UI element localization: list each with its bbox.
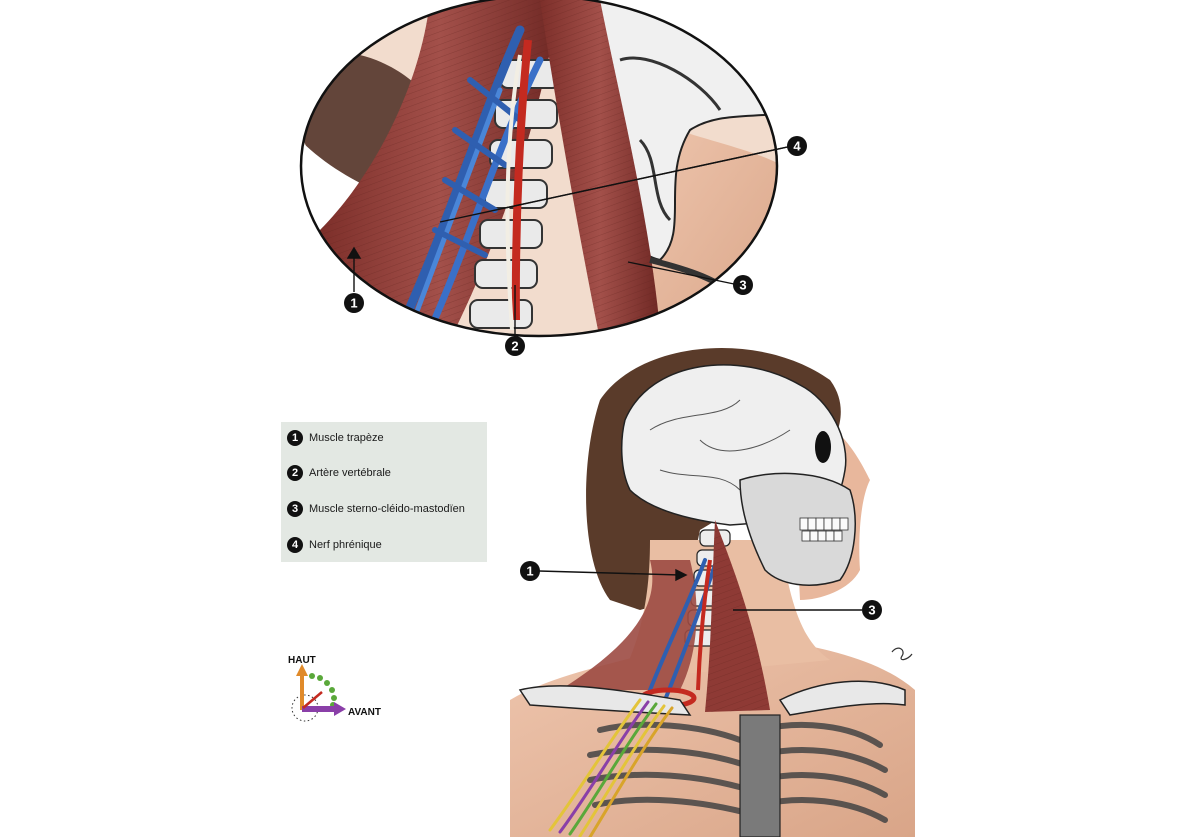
legend-item: 3 Muscle sterno-cléido-mastodïen	[287, 500, 465, 518]
zoom-white-region	[301, 140, 400, 240]
full-vertebral-artery	[696, 559, 712, 691]
legend-label: Artère vertébrale	[309, 467, 391, 479]
legend: 1 Muscle trapèze 2 Artère vertébrale 3 M…	[281, 422, 487, 562]
full-callout-1: 1	[520, 561, 540, 581]
full-view	[510, 347, 915, 837]
zoom-vertebral-artery	[511, 39, 532, 321]
legend-label: Muscle sterno-cléido-mastodïen	[309, 503, 465, 515]
orientation-front-arrow	[302, 702, 346, 716]
legend-label: Nerf phrénique	[309, 539, 382, 551]
zoom-callout-4: 4	[787, 136, 807, 156]
full-veins	[648, 558, 717, 702]
full-clavicle-right	[778, 680, 906, 716]
zoom-vertebrae	[469, 59, 561, 329]
full-callout-3: 3	[862, 600, 882, 620]
full-scm-fibers	[705, 520, 770, 712]
legend-number: 3	[287, 501, 303, 517]
zoom-callout-2-text: 2	[511, 339, 518, 354]
zoom-callout-3-text: 3	[739, 278, 746, 293]
legend-item: 2 Artère vertébrale	[287, 464, 391, 482]
zoom-callout-2: 2	[505, 336, 525, 356]
full-sternum	[739, 714, 781, 837]
zoom-callout-1-text: 1	[350, 296, 357, 311]
legend-number: 2	[287, 465, 303, 481]
zoom-callout-3: 3	[733, 275, 753, 295]
zoom-phrenic-nerve	[505, 54, 522, 331]
orientation-indicator	[291, 664, 346, 722]
zoom-leader-lines	[346, 145, 793, 338]
orientation-up-arrow	[296, 664, 308, 710]
full-brachial-plexus	[548, 698, 674, 837]
orientation-red-arrow	[302, 691, 323, 709]
zoom-veins	[395, 25, 544, 335]
orientation-up-label: HAUT	[288, 655, 316, 666]
legend-number: 4	[287, 537, 303, 553]
full-skull-sutures	[649, 399, 791, 491]
full-teeth	[799, 517, 849, 542]
full-leader-lines	[538, 568, 862, 611]
full-artist-mark	[891, 647, 913, 661]
zoom-callout-4-text: 4	[793, 139, 801, 154]
full-callout-1-text: 1	[526, 564, 533, 579]
legend-label: Muscle trapèze	[309, 432, 384, 444]
legend-item: 1 Muscle trapèze	[287, 429, 384, 447]
full-eye-orbit	[815, 431, 831, 463]
full-mandible	[739, 472, 856, 586]
zoom-scm-fibers	[540, 0, 660, 336]
legend-number: 1	[287, 430, 303, 446]
full-callout-3-text: 3	[868, 603, 875, 618]
zoom-oval-border	[299, 0, 779, 338]
orientation-front-label: AVANT	[348, 707, 381, 718]
zoom-view	[299, 0, 793, 338]
legend-item: 4 Nerf phrénique	[287, 536, 382, 554]
full-clavicle-left	[518, 685, 692, 716]
zoom-callout-1: 1	[344, 293, 364, 313]
orientation-green-dots	[309, 673, 337, 708]
